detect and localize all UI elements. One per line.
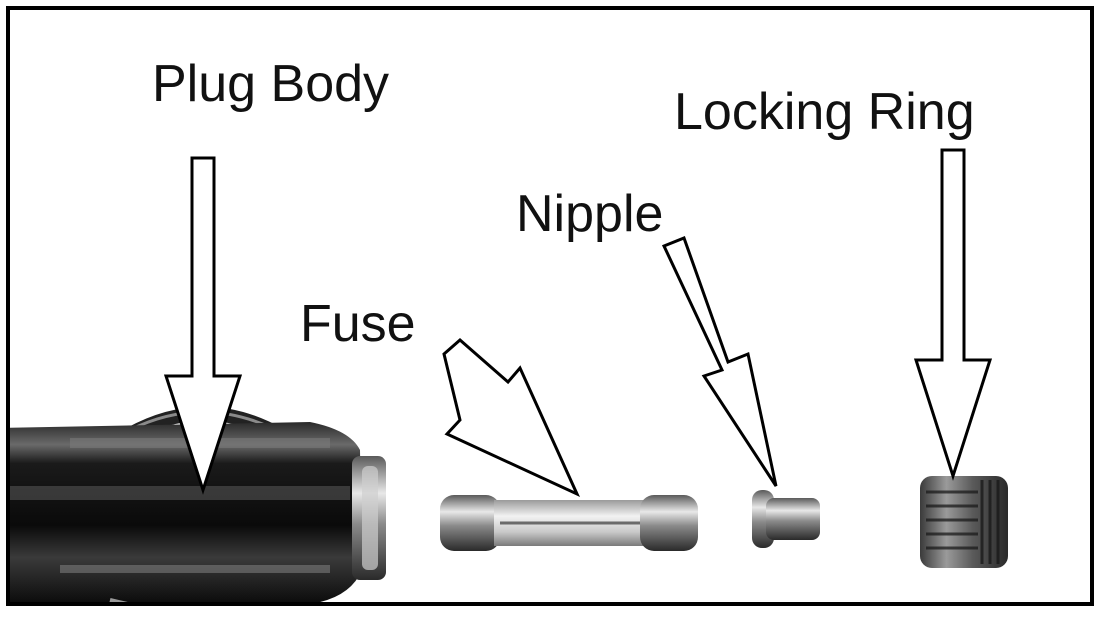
nipple-label: Nipple [516, 185, 664, 243]
parts-diagram [10, 148, 1008, 602]
plug-body-label: Plug Body [152, 55, 390, 113]
fuse-label: Fuse [300, 295, 416, 353]
locking-ring-arrow [913, 148, 993, 481]
fuse-arrow [442, 338, 581, 498]
locking-ring-image [920, 476, 1008, 568]
nipple-arrow [661, 236, 778, 487]
nipple-image [752, 490, 820, 548]
locking-ring-label: Locking Ring [674, 83, 975, 141]
fuse-image [440, 495, 698, 551]
diagram-frame: Plug Body Locking Ring Nipple Fuse [6, 6, 1094, 606]
plug-body-arrow [163, 156, 243, 495]
